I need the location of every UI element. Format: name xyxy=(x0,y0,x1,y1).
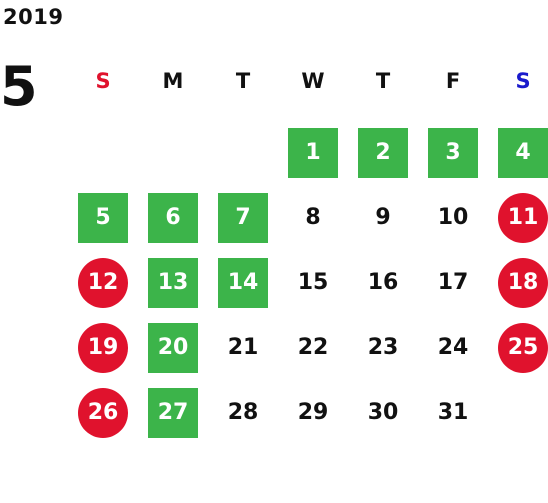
day-number-6: 6 xyxy=(148,192,198,243)
day-number-22: 22 xyxy=(297,335,329,360)
day-number-20: 20 xyxy=(148,322,198,373)
day-cell[interactable]: 1 xyxy=(278,120,348,185)
day-cell[interactable]: 26 xyxy=(68,380,138,445)
day-cell[interactable]: 19 xyxy=(68,315,138,380)
day-cell[interactable]: 10 xyxy=(418,185,488,250)
day-number-19: 19 xyxy=(78,322,128,373)
day-cell[interactable]: 25 xyxy=(488,315,548,380)
weekday-header-tuesday: T xyxy=(235,69,251,93)
day-number-27: 27 xyxy=(148,387,198,438)
day-number-17: 17 xyxy=(437,270,469,295)
empty-day-cell xyxy=(208,120,278,185)
day-cell[interactable]: 28 xyxy=(208,380,278,445)
weekday-header-wednesday: W xyxy=(301,69,325,93)
day-number-10: 10 xyxy=(437,205,469,230)
day-cell[interactable]: 29 xyxy=(278,380,348,445)
day-cell[interactable]: 13 xyxy=(138,250,208,315)
day-cell[interactable]: 16 xyxy=(348,250,418,315)
day-number-16: 16 xyxy=(367,270,399,295)
day-cell[interactable]: 4 xyxy=(488,120,548,185)
day-cell[interactable]: 9 xyxy=(348,185,418,250)
day-cell[interactable]: 20 xyxy=(138,315,208,380)
empty-day-cell xyxy=(68,120,138,185)
day-cell[interactable]: 6 xyxy=(138,185,208,250)
weekday-header-friday: F xyxy=(445,69,461,93)
day-cell[interactable]: 17 xyxy=(418,250,488,315)
day-number-31: 31 xyxy=(437,400,469,425)
day-number-21: 21 xyxy=(227,335,259,360)
day-cell[interactable]: 27 xyxy=(138,380,208,445)
empty-day-cell xyxy=(138,120,208,185)
day-cell[interactable]: 30 xyxy=(348,380,418,445)
day-number-12: 12 xyxy=(78,257,128,308)
day-cell[interactable]: 31 xyxy=(418,380,488,445)
day-cell[interactable]: 5 xyxy=(68,185,138,250)
day-number-1: 1 xyxy=(288,127,338,178)
day-number-11: 11 xyxy=(498,192,548,243)
day-cell[interactable]: 7 xyxy=(208,185,278,250)
day-number-18: 18 xyxy=(498,257,548,308)
day-number-14: 14 xyxy=(218,257,268,308)
day-number-28: 28 xyxy=(227,400,259,425)
day-cell[interactable]: 21 xyxy=(208,315,278,380)
day-cell[interactable]: 24 xyxy=(418,315,488,380)
day-number-25: 25 xyxy=(498,322,548,373)
day-cell[interactable]: 11 xyxy=(488,185,548,250)
day-cell[interactable]: 3 xyxy=(418,120,488,185)
day-number-5: 5 xyxy=(78,192,128,243)
day-cell[interactable]: 22 xyxy=(278,315,348,380)
day-cell[interactable]: 14 xyxy=(208,250,278,315)
day-number-29: 29 xyxy=(297,400,329,425)
day-cell[interactable]: 18 xyxy=(488,250,548,315)
calendar-month: 5 xyxy=(0,55,38,118)
weekday-header-thursday: T xyxy=(375,69,391,93)
day-number-26: 26 xyxy=(78,387,128,438)
weekday-header-sunday: S xyxy=(95,69,111,93)
day-number-9: 9 xyxy=(375,205,391,230)
day-number-23: 23 xyxy=(367,335,399,360)
day-number-8: 8 xyxy=(305,205,321,230)
day-cell[interactable]: 15 xyxy=(278,250,348,315)
calendar-year: 2019 xyxy=(3,5,64,29)
day-number-2: 2 xyxy=(358,127,408,178)
weekday-header-saturday: S xyxy=(515,69,531,93)
day-number-30: 30 xyxy=(367,400,399,425)
day-number-7: 7 xyxy=(218,192,268,243)
day-cell[interactable]: 2 xyxy=(348,120,418,185)
day-number-13: 13 xyxy=(148,257,198,308)
day-number-15: 15 xyxy=(297,270,329,295)
day-number-4: 4 xyxy=(498,127,548,178)
day-number-3: 3 xyxy=(428,127,478,178)
weekday-header-monday: M xyxy=(162,69,184,93)
day-number-24: 24 xyxy=(437,335,469,360)
day-cell[interactable]: 8 xyxy=(278,185,348,250)
day-cell[interactable]: 12 xyxy=(68,250,138,315)
day-cell[interactable]: 23 xyxy=(348,315,418,380)
